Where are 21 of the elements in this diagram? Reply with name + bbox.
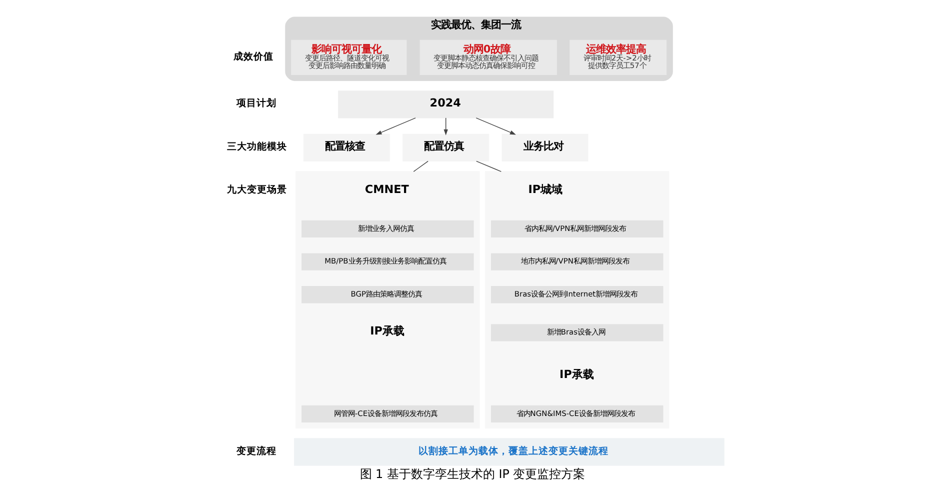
- label: 变更流程: [236, 446, 276, 457]
- connector: [413, 160, 428, 172]
- node-box: 配置仿真: [402, 134, 490, 162]
- node-box: 配置核查: [303, 134, 390, 162]
- arrow: [376, 118, 416, 135]
- label: 三大功能模块: [226, 141, 287, 152]
- label: 项目计划: [236, 98, 276, 110]
- label: 九大变更场景: [226, 184, 287, 196]
- node-box: 2024: [338, 90, 554, 118]
- label: CMNET: [364, 182, 409, 196]
- node-box: 业务比对: [502, 134, 588, 162]
- label: 成效价值: [233, 51, 274, 62]
- label: IP承载: [560, 368, 594, 381]
- arrow: [444, 118, 448, 136]
- connector: [476, 160, 502, 172]
- caption: 图 1 基于数字孪生技术的 IP 变更监控方案: [360, 466, 586, 481]
- cluster: [296, 171, 480, 428]
- cluster: [485, 171, 670, 428]
- label: IP承载: [370, 324, 404, 338]
- arrow: [476, 118, 516, 135]
- label: IP城域: [528, 182, 563, 196]
